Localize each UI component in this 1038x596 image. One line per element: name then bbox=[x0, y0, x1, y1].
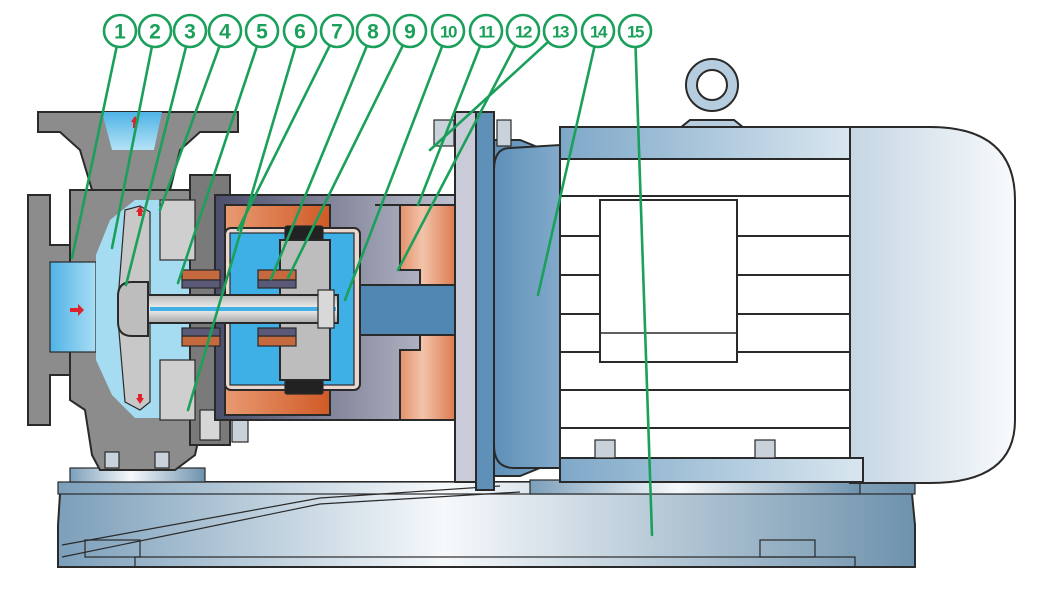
callout-number: 11 bbox=[479, 23, 495, 42]
callout-number: 13 bbox=[552, 23, 569, 42]
callout-rear-bearing: 8 bbox=[355, 13, 391, 49]
callout-leader-5 bbox=[176, 44, 259, 285]
callout-circle bbox=[617, 13, 653, 49]
callout-number: 8 bbox=[367, 21, 379, 44]
callout-circle bbox=[542, 13, 578, 49]
callout-leader-15 bbox=[634, 45, 654, 537]
terminal-box bbox=[599, 199, 738, 363]
callout-number: 7 bbox=[331, 21, 343, 44]
callout-leader-8 bbox=[269, 44, 369, 281]
callout-pump-casing: 1 bbox=[102, 13, 138, 49]
motor bbox=[559, 58, 1016, 484]
callout-number: 1 bbox=[114, 21, 126, 44]
callout-number: 2 bbox=[149, 21, 161, 44]
callout-casing-cover: 4 bbox=[207, 13, 243, 49]
callout-number: 10 bbox=[440, 23, 457, 42]
callout-shaft-end: 13 bbox=[542, 13, 578, 49]
callout-number: 4 bbox=[219, 21, 231, 44]
callout-circle bbox=[392, 13, 428, 49]
flow-arrow-inlet bbox=[70, 304, 84, 316]
callout-base-plate: 15 bbox=[617, 13, 653, 49]
callout-outer-magnet-rotor: 12 bbox=[505, 13, 541, 49]
callout-circle bbox=[468, 13, 504, 49]
callout-number: 6 bbox=[294, 21, 306, 44]
callout-thrust-ring: 9 bbox=[392, 13, 428, 49]
callout-circle bbox=[244, 13, 280, 49]
callout-circle bbox=[137, 13, 173, 49]
flow-arrow-lower bbox=[136, 394, 144, 404]
shaft-assembly bbox=[147, 269, 339, 347]
callout-circle bbox=[172, 13, 208, 49]
callout-leader-11 bbox=[416, 44, 482, 207]
callout-number: 15 bbox=[627, 23, 644, 42]
callout-leader-2 bbox=[110, 45, 154, 250]
callout-leader-1 bbox=[70, 45, 118, 260]
callout-circle bbox=[102, 13, 138, 49]
callout-leader-6 bbox=[186, 45, 297, 412]
callout-circle bbox=[580, 13, 616, 49]
callout-lines bbox=[70, 40, 654, 537]
callout-impeller-nut: 3 bbox=[172, 13, 208, 49]
callout-leader-7 bbox=[236, 44, 332, 232]
callout-leader-13 bbox=[428, 40, 550, 152]
callout-outer-magnet-sleeve: 7 bbox=[319, 13, 355, 49]
callout-number: 12 bbox=[515, 23, 532, 42]
callout-number: 9 bbox=[404, 21, 416, 44]
callout-circle bbox=[282, 13, 318, 49]
callout-number: 3 bbox=[184, 21, 196, 44]
callout-motor-flange: 14 bbox=[580, 13, 616, 49]
callout-bearing-bracket: 6 bbox=[282, 13, 318, 49]
callout-leader-10 bbox=[343, 44, 444, 302]
callout-circle bbox=[355, 13, 391, 49]
callout-isolation-sleeve: 10 bbox=[430, 13, 466, 49]
callout-leader-3 bbox=[124, 45, 188, 287]
callout-leader-9 bbox=[286, 44, 405, 280]
callout-number: 14 bbox=[590, 23, 608, 42]
motor-flange bbox=[433, 111, 561, 491]
callout-circle bbox=[207, 13, 243, 49]
callout-circle bbox=[505, 13, 541, 49]
callout-leader-12 bbox=[396, 43, 517, 272]
callout-circle bbox=[430, 13, 466, 49]
callout-connecting-frame: 11 bbox=[468, 13, 504, 49]
callout-impeller: 2 bbox=[137, 13, 173, 49]
callout-circle bbox=[319, 13, 355, 49]
callout-number: 5 bbox=[256, 21, 268, 44]
flow-arrow-upper bbox=[136, 206, 144, 216]
callout-leader-4 bbox=[158, 44, 221, 212]
callout-front-bearing: 5 bbox=[244, 13, 280, 49]
callout-leader-14 bbox=[536, 45, 596, 297]
